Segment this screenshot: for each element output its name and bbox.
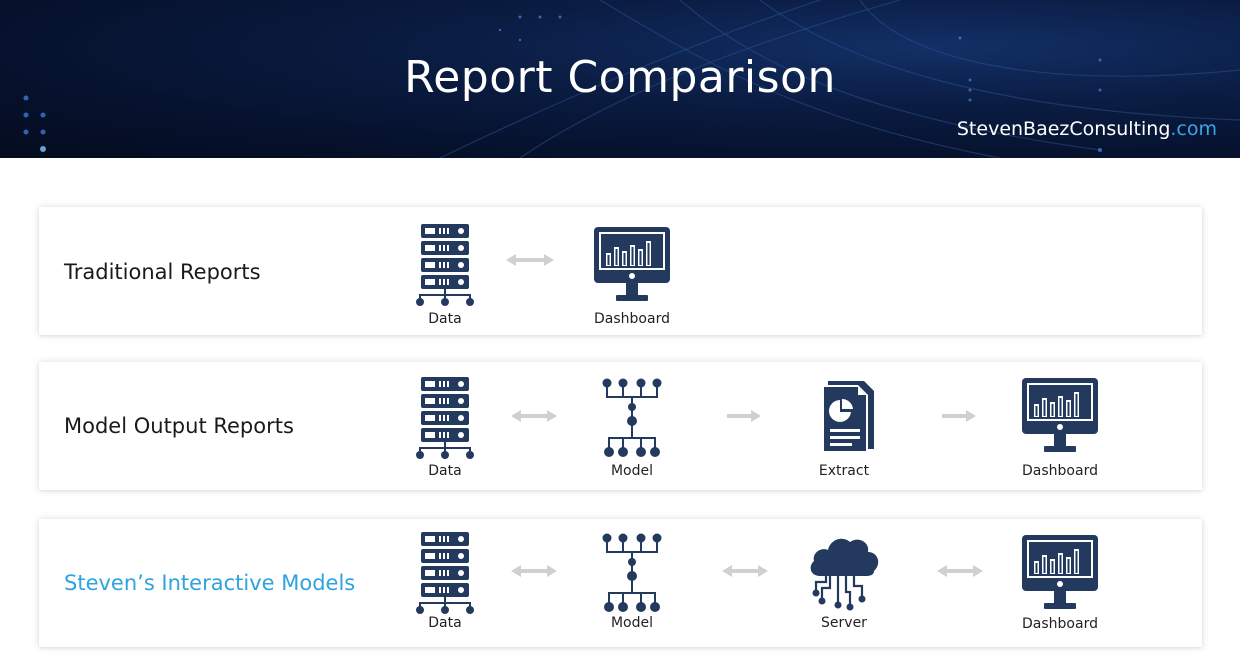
double-arrow-icon	[506, 254, 554, 266]
right-arrow-icon	[942, 410, 976, 422]
brand-tld: .com	[1170, 118, 1217, 140]
banner-decoration	[23, 0, 1240, 158]
node-label-data: Data	[428, 615, 462, 631]
brand-name: StevenBaezConsulting.com	[957, 118, 1217, 140]
server-rack-icon	[413, 530, 477, 614]
node-model: Model	[572, 377, 692, 479]
brand-name-main: StevenBaezConsulting	[956, 118, 1171, 140]
node-label-data: Data	[428, 311, 462, 327]
node-label-dashboard: Dashboard	[1022, 463, 1098, 479]
double-arrow-icon	[511, 565, 557, 577]
node-dashboard: Dashboard	[1000, 533, 1120, 632]
monitor-chart-icon	[1020, 533, 1100, 613]
node-label-dashboard: Dashboard	[594, 311, 670, 327]
double-arrow-icon	[511, 410, 557, 422]
node-dashboard: Dashboard	[1000, 376, 1120, 479]
node-server: Server	[784, 530, 904, 631]
row-label: Model Output Reports	[64, 414, 294, 438]
node-extract: Extract	[784, 375, 904, 479]
header-banner: Report Comparison StevenBaezConsulting.c…	[0, 0, 1240, 158]
right-arrow-icon	[727, 410, 761, 422]
page-title: Report Comparison	[404, 52, 836, 103]
node-label-data: Data	[428, 463, 462, 479]
monitor-chart-icon	[1020, 376, 1100, 456]
node-label-model: Model	[610, 463, 654, 479]
row-label: Traditional Reports	[64, 260, 261, 284]
node-label-dashboard: Dashboard	[1022, 616, 1098, 632]
node-data: Data	[385, 222, 505, 327]
node-label-model: Model	[610, 615, 654, 631]
node-data: Data	[385, 530, 505, 631]
node-label-server: Server	[821, 615, 867, 631]
monitor-chart-icon	[592, 225, 672, 305]
cloud-network-icon	[806, 530, 882, 614]
server-rack-icon	[413, 375, 477, 459]
node-dashboard: Dashboard	[572, 225, 692, 327]
document-chart-icon	[812, 375, 876, 459]
double-arrow-icon	[722, 565, 768, 577]
server-rack-icon	[413, 222, 477, 306]
double-arrow-icon	[937, 565, 983, 577]
hierarchy-icon	[600, 377, 664, 461]
row-label: Steven’s Interactive Models	[64, 571, 356, 595]
row-traditional-reports: Traditional Reports Data Dashboard	[39, 207, 1202, 335]
row-model-output-reports: Model Output Reports Data Model Extract …	[39, 362, 1202, 490]
node-data: Data	[385, 375, 505, 479]
hierarchy-icon	[600, 532, 664, 616]
node-label-extract: Extract	[818, 463, 870, 479]
node-model: Model	[572, 532, 692, 631]
row-interactive-models: Steven’s Interactive Models Data Model S…	[39, 519, 1202, 647]
